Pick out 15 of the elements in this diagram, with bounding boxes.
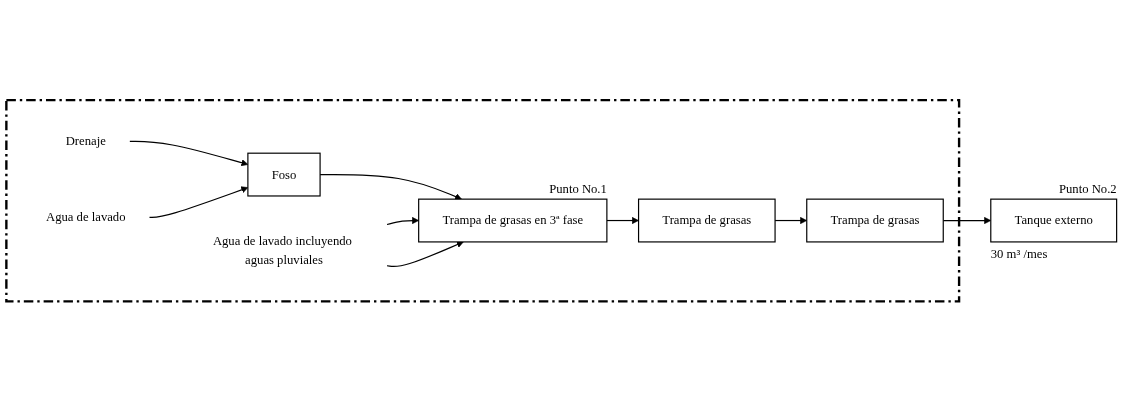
arrow (606, 216, 639, 224)
node-text: Agua de lavado (45, 210, 126, 224)
node-box: Foso (247, 152, 321, 197)
node-text: Agua de lavado incluyendo aguas pluviales (212, 233, 352, 267)
node-box: Tanque externo (990, 198, 1118, 243)
node-box: Trampa de grasas (637, 198, 776, 243)
arrow (386, 241, 464, 267)
node-box: Trampa de grasas en 3ª fase (418, 198, 608, 243)
node-box: Trampa de grasas (806, 198, 944, 243)
node-text: Drenaje (65, 133, 106, 148)
arrow (386, 216, 419, 225)
point-label: Punto No.1 (549, 181, 607, 196)
cluster (5, 98, 961, 303)
point-label: Punto No.2 (1058, 181, 1117, 196)
flow-rate-label: 30 m³ /mes (990, 246, 1048, 261)
